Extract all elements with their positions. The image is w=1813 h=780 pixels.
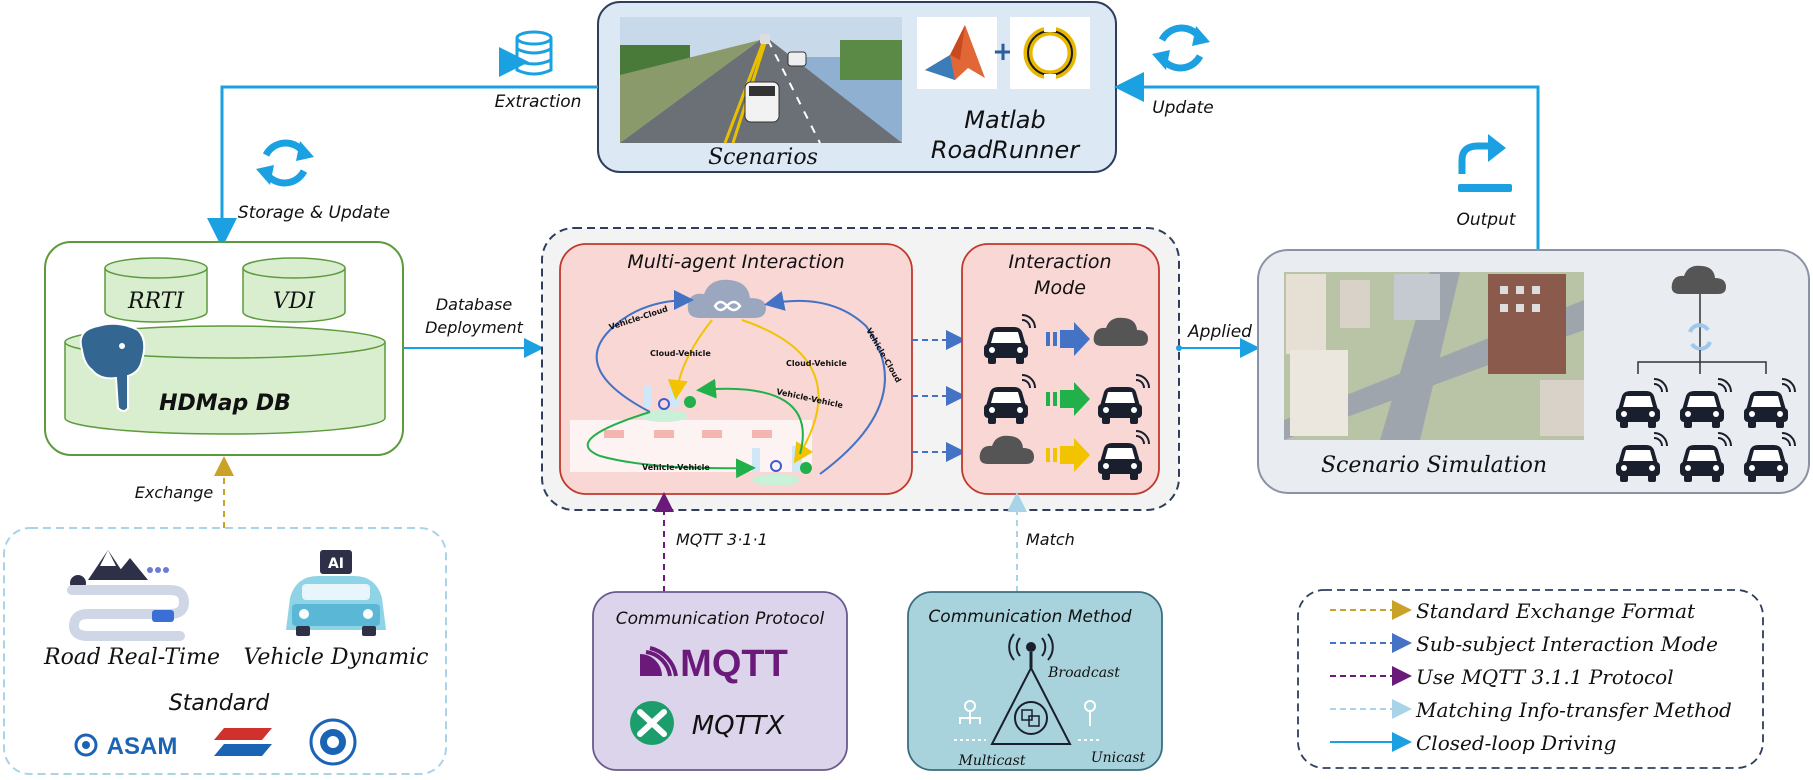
edge-label-cloud-vehicle-right: Cloud-Vehicle — [786, 359, 847, 368]
mqtt-logo-text: MQTT — [680, 643, 788, 685]
multicast-label: Multicast — [958, 753, 1026, 769]
output-label: Output — [1456, 210, 1516, 230]
vdi-label: VDI — [273, 289, 317, 314]
edge-cloud-vehicle-left — [667, 319, 713, 400]
database-icon — [499, 30, 553, 77]
edge-vehicle-vehicle-top — [696, 378, 804, 455]
legend-label-4: Closed-loop Driving — [1416, 731, 1616, 755]
interaction-mode-panel: Interaction Mode — [961, 243, 1160, 495]
applied-arrow — [1176, 338, 1260, 358]
storage-update-label: Storage & Update — [238, 203, 390, 223]
svg-text:AI: AI — [328, 556, 344, 572]
interaction-mode-line2: Mode — [1034, 277, 1086, 299]
road-icon — [67, 550, 190, 641]
cncat-seal-logo — [309, 718, 357, 766]
scenario-tools-panel: Scenarios + Matlab RoadRunner — [597, 1, 1117, 173]
multicast-icon — [954, 700, 986, 741]
edge-label-cloud-vehicle-left: Cloud-Vehicle — [650, 349, 711, 358]
vehicle-dynamic-label: Vehicle Dynamic — [243, 645, 428, 670]
output-icon — [1458, 134, 1512, 192]
database-deployment-line1: Database — [436, 295, 513, 314]
tool-title-line2: RoadRunner — [931, 136, 1081, 164]
mqttx-logo-icon — [630, 701, 674, 745]
rrti-label: RRTI — [127, 289, 185, 314]
multi-agent-panel: Multi-agent Interaction — [559, 243, 913, 495]
scenario-simulation-panel: Scenario Simulation — [1257, 249, 1810, 494]
update-label: Update — [1152, 98, 1214, 118]
scenario-simulation-caption: Scenario Simulation — [1321, 453, 1547, 478]
asam-logo: ASAM — [74, 733, 178, 760]
mqtt-version-label: MQTT 3·1·1 — [676, 530, 768, 549]
edge-vehicle-cloud-left — [595, 290, 694, 413]
vdi-cylinder — [242, 257, 346, 323]
exchange-label: Exchange — [135, 483, 214, 502]
interaction-mode-line1: Interaction — [1008, 251, 1111, 273]
hdmap-db-panel: RRTI VDI HDMap DB — [44, 241, 404, 456]
network-triangle-icon — [990, 665, 1072, 745]
closed-loop-flow — [207, 72, 1540, 250]
broadcast-icon — [1008, 633, 1054, 668]
sync-icon-small — [1688, 323, 1712, 351]
extraction-label: Extraction — [495, 92, 582, 112]
svg-text:ASAM: ASAM — [107, 733, 178, 760]
ai-vehicle-icon: AI — [286, 550, 386, 636]
rrti-cylinder — [104, 257, 208, 323]
protocol-title: Communication Protocol — [616, 609, 825, 629]
multi-agent-title: Multi-agent Interaction — [627, 251, 844, 273]
edge-vehicle-vehicle-bottom — [586, 411, 756, 479]
applied-label: Applied — [1187, 322, 1252, 342]
edge-label-vehicle-vehicle-bottom: Vehicle-Vehicle — [642, 463, 710, 472]
edge-cloud-vehicle-right — [741, 319, 820, 464]
communication-method-panel: Communication Method Broadcast Multicast — [907, 591, 1163, 771]
unicast-icon — [1078, 700, 1102, 741]
sync-icon-storage — [256, 139, 314, 187]
communication-protocol-panel: Communication Protocol MQTT MQTTX — [592, 591, 848, 771]
plus-icon: + — [992, 37, 1014, 67]
blue-arrow-icon — [1046, 322, 1090, 356]
yellow-arrow-icon — [1046, 438, 1090, 472]
standard-panel: Road Real-Time AI Vehicle Dynamic Standa… — [3, 527, 447, 775]
roadrunner-logo — [1010, 17, 1090, 89]
standard-title: Standard — [169, 691, 271, 716]
method-title: Communication Method — [928, 607, 1131, 627]
legend-label-1: Sub-subject Interaction Mode — [1416, 632, 1718, 656]
legend-label-3: Matching Info-transfer Method — [1415, 698, 1732, 722]
sync-icon — [1152, 24, 1210, 72]
scenarios-caption: Scenarios — [708, 145, 818, 170]
mqtt-logo-icon — [640, 646, 678, 677]
road-scene-image — [620, 17, 902, 144]
hdmap-db-label: HDMap DB — [159, 391, 291, 416]
mqttx-logo-text: MQTTX — [692, 711, 786, 741]
mode-arrows — [912, 330, 966, 462]
match-label: Match — [1026, 530, 1075, 549]
green-arrow-icon — [1046, 382, 1090, 416]
database-deployment-line2: Deployment — [425, 318, 524, 337]
city-simulation-image — [1284, 272, 1584, 440]
cloud-node-icon — [687, 279, 766, 318]
edge-vehicle-cloud-right — [764, 291, 886, 475]
standard-org-logo — [214, 728, 272, 756]
legend-label-2: Use MQTT 3.1.1 Protocol — [1416, 665, 1674, 689]
road-real-time-label: Road Real-Time — [43, 645, 220, 670]
legend-label-0: Standard Exchange Format — [1416, 599, 1696, 623]
tool-title-line1: Matlab — [964, 106, 1045, 134]
broadcast-label: Broadcast — [1047, 665, 1120, 681]
postgresql-icon — [79, 322, 146, 412]
matlab-logo — [917, 17, 997, 89]
unicast-label: Unicast — [1091, 750, 1146, 766]
